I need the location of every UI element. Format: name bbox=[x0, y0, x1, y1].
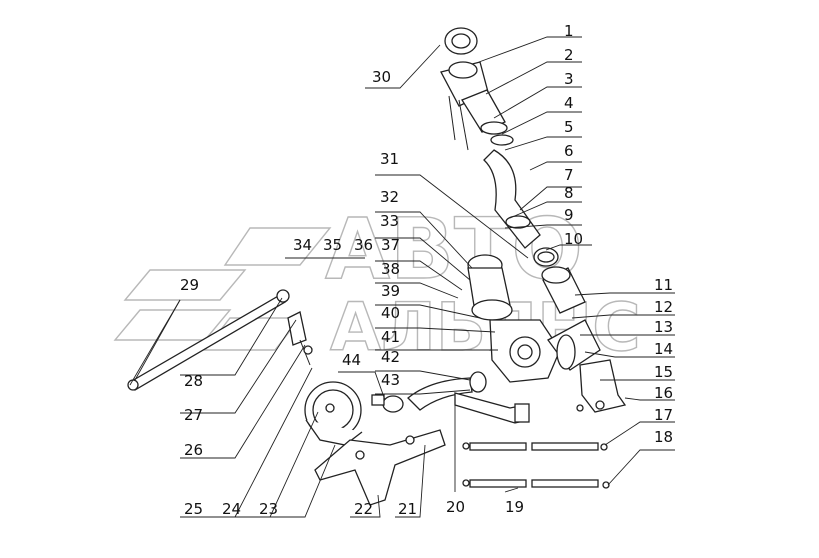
callout-20: 20 bbox=[446, 498, 465, 516]
pipe-section-2-3 bbox=[461, 89, 514, 146]
callout-32: 32 bbox=[380, 188, 399, 206]
upper-flange-30 bbox=[444, 27, 478, 55]
callout-14: 14 bbox=[654, 340, 673, 358]
callout-11: 11 bbox=[654, 276, 673, 294]
callout-16: 16 bbox=[654, 384, 673, 402]
callout-6: 6 bbox=[564, 142, 574, 160]
callout-41: 41 bbox=[381, 328, 400, 346]
main-body-40-41 bbox=[489, 319, 561, 383]
callout-3: 3 bbox=[564, 70, 574, 88]
callout-1: 1 bbox=[564, 22, 574, 40]
callout-18: 18 bbox=[654, 428, 673, 446]
tube-19 bbox=[462, 479, 610, 489]
callout-13: 13 bbox=[654, 318, 673, 336]
callout-37: 37 bbox=[381, 236, 400, 254]
callout-labels: 1 2 3 4 5 6 7 8 9 10 11 12 13 14 15 16 1… bbox=[180, 22, 673, 518]
callout-9: 9 bbox=[564, 206, 574, 224]
callout-39: 39 bbox=[381, 282, 400, 300]
callout-4: 4 bbox=[564, 94, 574, 112]
callout-10: 10 bbox=[564, 230, 583, 248]
filter-body-23 bbox=[304, 381, 363, 446]
callout-31: 31 bbox=[380, 150, 399, 168]
callout-36: 36 bbox=[354, 236, 373, 254]
elbow-outlet-12-14 bbox=[547, 319, 601, 371]
callout-17: 17 bbox=[654, 406, 673, 424]
mount-bracket-21 bbox=[314, 429, 446, 506]
callout-12: 12 bbox=[654, 298, 673, 316]
bracket-15 bbox=[576, 359, 627, 413]
callout-22: 22 bbox=[354, 500, 373, 518]
rod-29 bbox=[127, 289, 290, 391]
bracket-36-26 bbox=[287, 311, 313, 366]
callout-19: 19 bbox=[505, 498, 524, 516]
callout-25: 25 bbox=[184, 500, 203, 518]
callout-7: 7 bbox=[564, 166, 574, 184]
callout-35: 35 bbox=[323, 236, 342, 254]
callout-43: 43 bbox=[381, 371, 400, 389]
callout-8: 8 bbox=[564, 184, 574, 202]
callout-40: 40 bbox=[381, 304, 400, 322]
clamp-10 bbox=[533, 247, 559, 267]
callout-44: 44 bbox=[342, 351, 361, 369]
callout-34: 34 bbox=[293, 236, 312, 254]
callout-30: 30 bbox=[372, 68, 391, 86]
pipe-20 bbox=[454, 392, 530, 424]
hose-11 bbox=[541, 266, 586, 314]
callout-2: 2 bbox=[564, 46, 574, 64]
leader-lines bbox=[129, 36, 675, 518]
callout-38: 38 bbox=[381, 260, 400, 278]
callout-28: 28 bbox=[184, 372, 203, 390]
callout-27: 27 bbox=[184, 406, 203, 424]
callout-23: 23 bbox=[259, 500, 278, 518]
clamp-44 bbox=[371, 394, 404, 413]
callout-5: 5 bbox=[564, 118, 574, 136]
callout-33: 33 bbox=[380, 212, 399, 230]
callout-29: 29 bbox=[180, 276, 199, 294]
tube-17 bbox=[462, 442, 608, 451]
housing-32-37 bbox=[467, 254, 513, 321]
callout-21: 21 bbox=[398, 500, 417, 518]
callout-24: 24 bbox=[222, 500, 241, 518]
curved-hose-43 bbox=[407, 371, 487, 411]
callout-15: 15 bbox=[654, 363, 673, 381]
callout-42: 42 bbox=[381, 348, 400, 366]
callout-26: 26 bbox=[184, 441, 203, 459]
bent-hose-6 bbox=[483, 149, 541, 249]
